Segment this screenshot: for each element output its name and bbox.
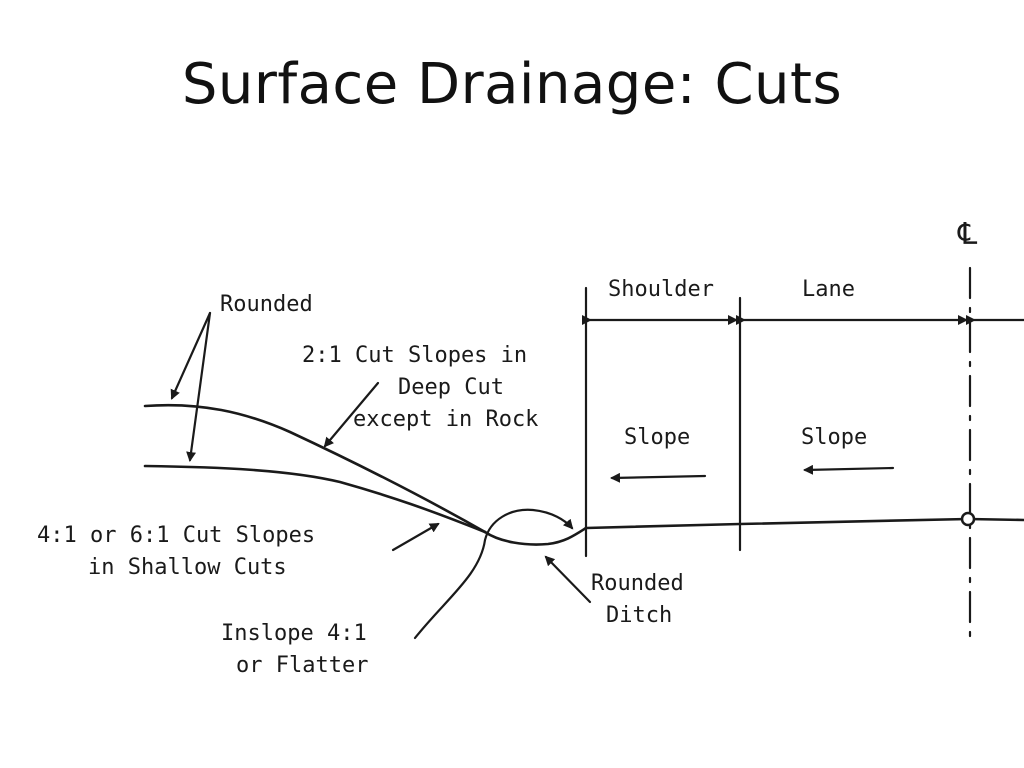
deep-cut-label-line2: Deep Cut — [398, 375, 504, 400]
shallow-cut-label-line1: 4:1 or 6:1 Cut Slopes — [37, 523, 315, 548]
centerline-symbol: ℄ — [957, 217, 978, 252]
deep-cut-leader — [323, 381, 380, 448]
lane-label: Lane — [802, 277, 855, 302]
inslope-label-line2: or Flatter — [236, 653, 368, 678]
inslope-leader — [413, 508, 574, 640]
shoulder-label: Shoulder — [608, 277, 714, 302]
slide-title: Surface Drainage: Cuts — [181, 52, 843, 117]
rounded-label: Rounded — [220, 292, 313, 317]
ditch-leader — [544, 555, 592, 604]
lane-slope-label: Slope — [801, 425, 867, 450]
shallow-cut-label-line2: in Shallow Cuts — [88, 555, 287, 580]
deep-cut-label-line1: 2:1 Cut Slopes in — [302, 343, 527, 368]
shallow-cut-profile — [143, 464, 487, 534]
shoulder-slope-label: Slope — [624, 425, 690, 450]
ditch-label-line2: Ditch — [606, 603, 672, 628]
shoulder-slope-arrow — [610, 472, 707, 483]
inslope-label-line1: Inslope 4:1 — [221, 621, 367, 646]
shallow-cut-leader — [391, 522, 440, 552]
deep-cut-label-line3: except in Rock — [353, 407, 538, 432]
ditch-label-line1: Rounded — [591, 571, 684, 596]
centerline-point — [960, 511, 976, 527]
lane-slope-arrow — [803, 464, 895, 475]
rounded-leader-bottom — [186, 311, 212, 462]
rounded-leader-top — [170, 311, 212, 400]
